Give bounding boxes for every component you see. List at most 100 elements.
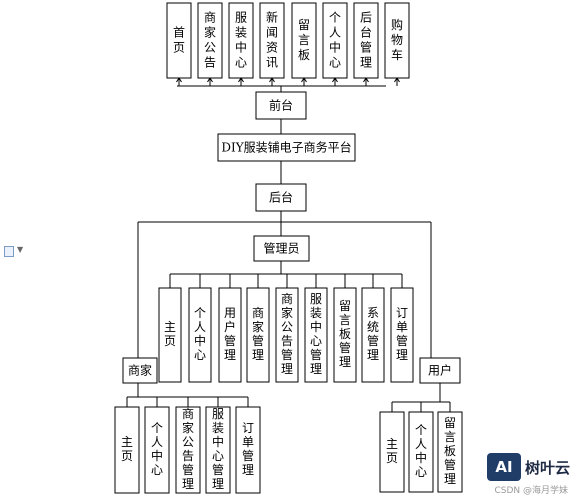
- merchant-module-1: 主页: [114, 406, 140, 494]
- merchant-node-box: [122, 357, 158, 384]
- front-module-3: 服装中心: [228, 2, 254, 79]
- admin-module-6: 服装中心管理: [304, 287, 328, 383]
- user-module-3-box: [437, 411, 463, 493]
- admin-module-7-label: 留言板管理: [339, 299, 351, 369]
- admin-module-2: 个人中心: [188, 287, 212, 383]
- merchant-module-3-box: [175, 406, 201, 494]
- front-module-3-label: 服装中心: [235, 11, 247, 70]
- merchant-module-2-box: [144, 406, 170, 494]
- platform-node-box: [217, 133, 356, 162]
- admin-module-9-box: [390, 287, 414, 383]
- front-module-7: 后台管理: [353, 2, 379, 79]
- front-module-2-box: [197, 2, 223, 79]
- admin-module-1-box: [158, 287, 182, 383]
- front-module-1-label: 首页: [173, 26, 185, 55]
- watermark: AI 树叶云: [486, 452, 570, 482]
- front-desk-node: 前台: [255, 91, 307, 120]
- front-module-5-label: 留言板: [298, 18, 310, 62]
- merchant-module-2-label: 个人中心: [151, 421, 163, 477]
- user-module-2: 个人中心: [408, 411, 434, 493]
- admin-module-9-label: 订单管理: [396, 306, 408, 362]
- admin-module-2-box: [188, 287, 212, 383]
- front-module-5: 留言板: [291, 2, 317, 79]
- merchant-module-2: 个人中心: [144, 406, 170, 494]
- watermark-credit: CSDN @海月学妹: [494, 486, 568, 496]
- admin-module-8-box: [361, 287, 385, 383]
- merchant-node: 商家: [122, 357, 158, 384]
- admin-node: 管理员: [253, 235, 310, 262]
- merchant-module-3: 商家公告管理: [175, 406, 201, 494]
- backend-node: 后台: [255, 183, 307, 212]
- admin-module-3: 用户管理: [218, 287, 242, 383]
- merchant-module-4: 服装中心管理: [205, 406, 231, 494]
- admin-module-4: 商家管理: [246, 287, 270, 383]
- merchant-module-3-label: 商家公告管理: [182, 406, 194, 491]
- admin-module-1-label: 主页: [164, 320, 176, 348]
- admin-module-2-label: 个人中心: [194, 306, 206, 362]
- front-module-8-box: [384, 2, 410, 79]
- merchant-node-label: 商家: [128, 363, 152, 378]
- front-module-7-label: 后台管理: [360, 11, 372, 70]
- front-module-4: 新闻资讯: [259, 2, 285, 79]
- backend-node-label: 后台: [269, 190, 293, 205]
- merchant-module-4-box: [205, 406, 231, 494]
- admin-module-1: 主页: [158, 287, 182, 383]
- admin-module-3-label: 用户管理: [224, 306, 236, 362]
- chevron-down-icon[interactable]: ▼: [17, 245, 24, 254]
- user-module-1: 主页: [379, 411, 405, 493]
- merchant-module-5: 订单管理: [235, 406, 261, 494]
- user-module-2-box: [408, 411, 434, 493]
- admin-module-4-box: [246, 287, 270, 383]
- admin-module-7-box: [333, 287, 357, 383]
- front-module-2-label: 商家公告: [204, 10, 216, 70]
- admin-module-5: 商家公告管理: [275, 287, 299, 383]
- admin-module-5-box: [275, 287, 299, 383]
- admin-module-8-label: 系统管理: [367, 306, 379, 362]
- platform-node: DIY服装铺电子商务平台: [217, 133, 356, 162]
- admin-module-6-box: [304, 287, 328, 383]
- admin-module-5-label: 商家公告管理: [281, 291, 293, 376]
- admin-module-7: 留言板管理: [333, 287, 357, 383]
- merchant-module-1-box: [114, 406, 140, 494]
- admin-module-3-box: [218, 287, 242, 383]
- merchant-module-5-box: [235, 406, 261, 494]
- admin-module-8: 系统管理: [361, 287, 385, 383]
- admin-module-9: 订单管理: [390, 287, 414, 383]
- front-module-6: 个人中心: [322, 2, 348, 79]
- merchant-module-1-label: 主页: [121, 435, 133, 463]
- user-node-box: [419, 357, 461, 384]
- user-module-1-label: 主页: [386, 437, 398, 465]
- front-module-3-box: [228, 2, 254, 79]
- document-icon[interactable]: [4, 246, 14, 257]
- front-module-1-box: [166, 2, 192, 79]
- front-desk-node-label: 前台: [269, 98, 293, 113]
- front-module-2: 商家公告: [197, 2, 223, 79]
- front-module-1: 首页: [166, 2, 192, 79]
- front-module-6-box: [322, 2, 348, 79]
- watermark-logo: AI: [486, 453, 521, 481]
- user-node-label: 用户: [428, 363, 452, 378]
- user-module-3-label: 留言板管理: [444, 416, 456, 486]
- user-node: 用户: [419, 357, 461, 384]
- front-module-6-label: 个人中心: [329, 11, 341, 70]
- user-module-1-box: [379, 411, 405, 493]
- admin-node-box: [253, 235, 310, 262]
- merchant-module-4-label: 服装中心管理: [212, 407, 224, 491]
- backend-node-box: [255, 183, 307, 212]
- admin-module-4-label: 商家管理: [252, 305, 264, 362]
- watermark-brand: 树叶云: [524, 458, 570, 477]
- front-desk-node-box: [255, 91, 307, 120]
- connector-lines: [126, 77, 451, 412]
- front-module-4-box: [259, 2, 285, 79]
- admin-node-label: 管理员: [263, 241, 299, 256]
- user-module-3: 留言板管理: [437, 411, 463, 493]
- front-module-4-label: 新闻资讯: [266, 10, 278, 70]
- admin-module-6-label: 服装中心管理: [310, 292, 322, 376]
- user-module-2-label: 个人中心: [415, 423, 427, 479]
- merchant-module-5-label: 订单管理: [242, 421, 254, 477]
- front-module-8-label: 购物车: [391, 17, 403, 62]
- front-module-8: 购物车: [384, 2, 410, 79]
- diagram-nodes: 首页商家公告服装中心新闻资讯留言板个人中心后台管理购物车前台DIY服装铺电子商务…: [114, 2, 463, 494]
- platform-node-label: DIY服装铺电子商务平台: [221, 140, 351, 155]
